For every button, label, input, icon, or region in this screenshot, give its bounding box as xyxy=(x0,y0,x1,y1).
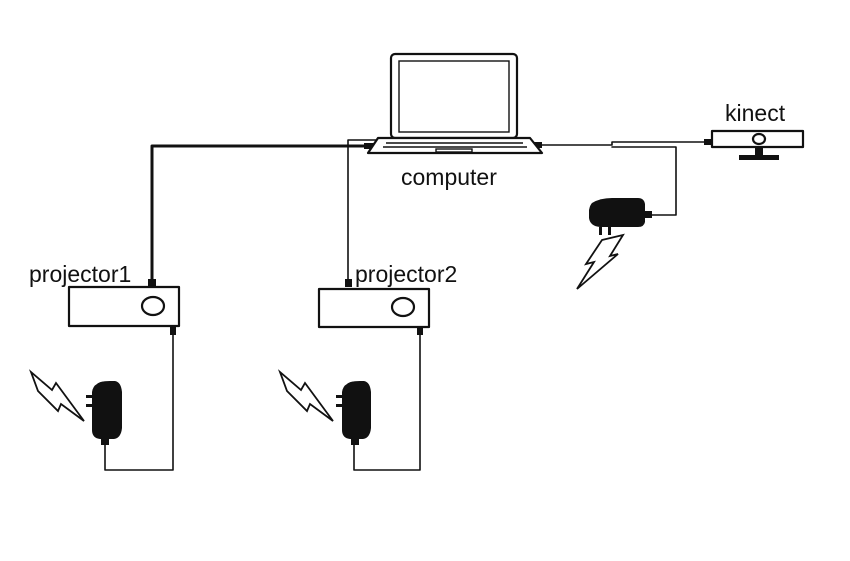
lightning-bolt-icon xyxy=(576,233,625,290)
lightning-bolt-icon xyxy=(277,369,334,422)
projector-icon xyxy=(67,285,181,328)
connector xyxy=(417,327,423,335)
power-adapter-icon xyxy=(86,381,122,445)
connector xyxy=(533,142,542,148)
connector xyxy=(345,279,352,287)
cable-projector2-power xyxy=(353,333,421,471)
connector xyxy=(170,327,176,335)
cable-kinect-power xyxy=(611,146,677,216)
cable-connectors xyxy=(148,139,712,335)
projector-icon xyxy=(317,287,431,329)
cable-computer-projector2 xyxy=(347,139,381,282)
power-adapter-icon xyxy=(589,198,652,235)
cable-computer-projector1 xyxy=(150,144,374,283)
power-adapter-icon xyxy=(336,381,371,445)
connector xyxy=(704,139,712,145)
cable-projector1-power xyxy=(104,333,174,471)
laptop-icon xyxy=(366,52,544,155)
projector1-label: projector1 xyxy=(29,261,131,287)
lightning-bolt-icon xyxy=(28,369,85,422)
connector xyxy=(148,279,156,287)
projector2-label: projector2 xyxy=(355,261,457,287)
cable-computer-kinect xyxy=(539,141,713,146)
kinect-label: kinect xyxy=(725,100,786,126)
connector xyxy=(364,143,374,149)
kinect-sensor-icon xyxy=(710,129,805,160)
computer-label: computer xyxy=(401,164,497,190)
cables xyxy=(104,139,713,471)
